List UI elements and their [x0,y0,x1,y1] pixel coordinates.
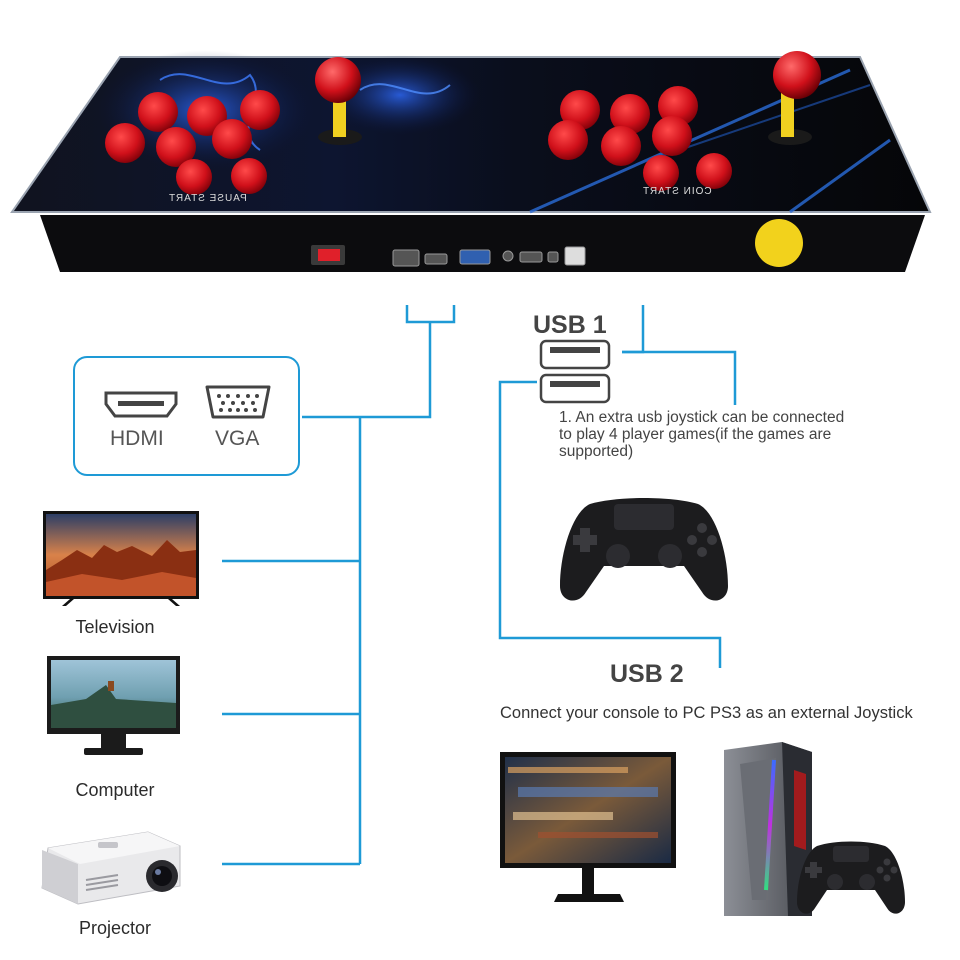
pc-tower-icon [724,742,812,916]
pc-monitor-icon [500,752,676,902]
usb1-title: USB 1 [533,311,607,339]
usb1-note-line1: 1. An extra usb joystick can be connecte… [559,409,845,426]
projector-icon [41,831,181,905]
right-joystick [768,51,821,145]
small-gamepad-icon [797,841,905,914]
video-ports-box [73,356,300,476]
television-icon [43,511,199,606]
computer-monitor-icon [47,656,180,755]
arcade-console [10,50,932,272]
gamepad-icon [560,498,728,601]
hdmi-label: HDMI [110,427,164,450]
hdmi-port-icon [104,391,178,418]
console-front-panel [40,215,925,272]
usb2-title: USB 2 [610,660,684,688]
usb-port-icon [539,339,611,404]
right-action-buttons [548,86,732,191]
left-action-buttons [105,90,280,195]
left-joystick [315,57,362,145]
speaker-grill [755,219,803,267]
usb1-note-line3: supported) [559,443,634,460]
television-label: Television [75,617,155,637]
vga-port-icon [205,385,271,419]
computer-label: Computer [75,780,155,800]
usb2-description: Connect your console to PC PS3 as an ext… [500,704,913,722]
usb1-note-line2: to play 4 player games(if the games are [559,426,832,443]
io-ports [392,246,586,267]
projector-label: Projector [78,918,152,938]
vga-label: VGA [215,427,260,450]
